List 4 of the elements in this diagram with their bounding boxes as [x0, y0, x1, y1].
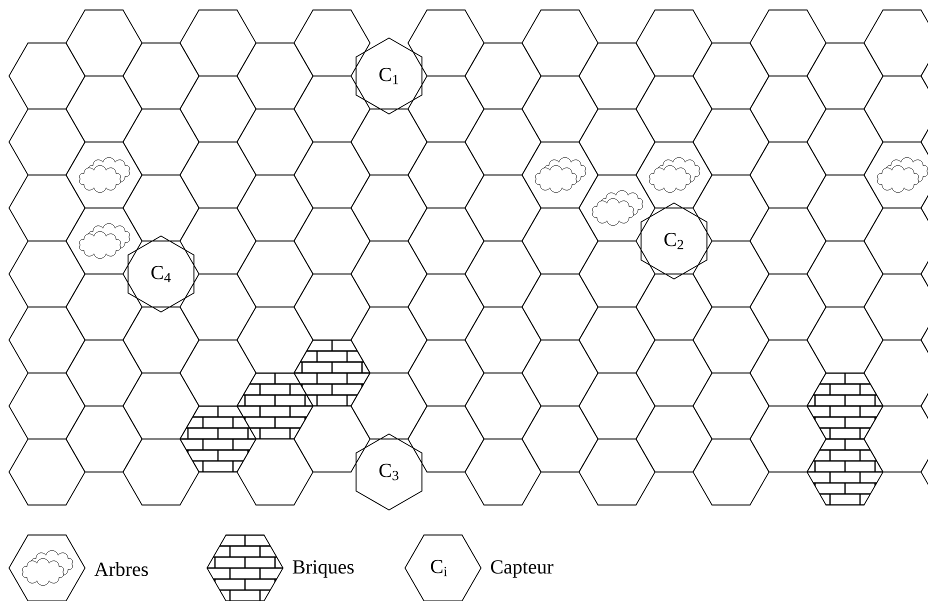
sensor-symbol-label: C$_{i}$ [430, 560, 448, 576]
legend-label: Capteur [491, 560, 554, 578]
legend-label: Briques [292, 560, 354, 578]
legend-label: Arbres [94, 562, 148, 576]
